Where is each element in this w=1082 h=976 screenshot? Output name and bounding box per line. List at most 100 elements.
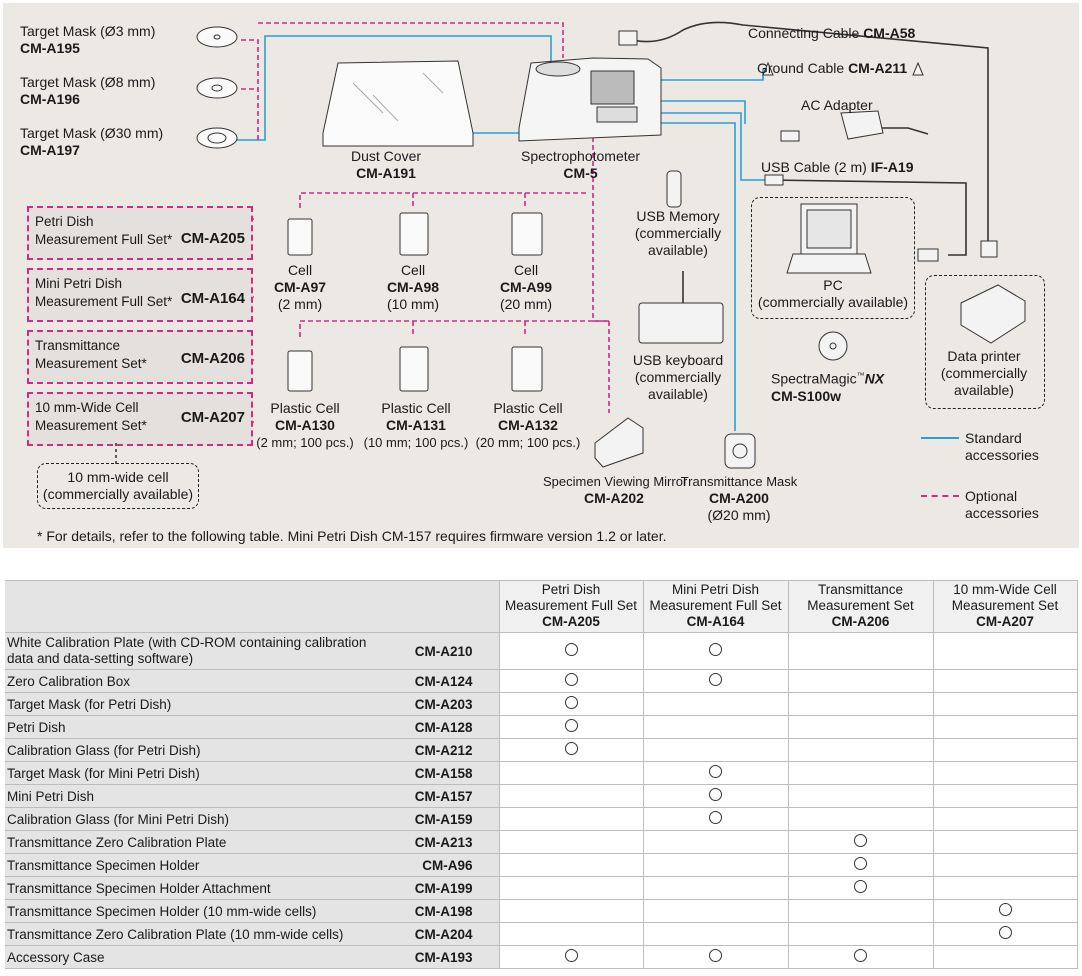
accessory-name: Transmittance Zero Calibration Plate (10… [5, 922, 405, 946]
included-circle-icon [709, 673, 722, 686]
accessory-code: CM-A204 [405, 922, 500, 946]
wide-cell-connector [115, 443, 117, 465]
inclusion-cell [787, 830, 934, 854]
inclusion-cell [498, 692, 644, 716]
inclusion-cell [498, 738, 644, 762]
included-circle-icon [854, 949, 867, 962]
inclusion-cell [787, 876, 934, 900]
inclusion-cell [498, 899, 644, 923]
included-circle-icon [709, 765, 722, 778]
inclusion-cell [787, 784, 934, 808]
inclusion-cell [642, 692, 789, 716]
included-circle-icon [998, 926, 1012, 939]
inclusion-cell [932, 830, 1078, 854]
inclusion-cell [642, 945, 789, 969]
accessory-code: CM-A157 [405, 784, 500, 808]
table-corner [5, 580, 500, 633]
inclusion-cell [787, 761, 934, 785]
included-circle-icon [854, 857, 867, 870]
inclusion-cell [932, 738, 1078, 762]
table-row: Calibration Glass (for Mini Petri Dish)C… [5, 807, 1078, 831]
inclusion-cell [932, 715, 1078, 739]
accessory-diagram: Target Mask (Ø3 mm)CM-A195 Target Mask (… [3, 3, 1079, 548]
table-body: White Calibration Plate (with CD-ROM con… [5, 632, 1078, 969]
inclusion-cell [787, 692, 934, 716]
included-circle-icon [709, 949, 722, 962]
inclusion-cell [932, 876, 1078, 900]
included-circle-icon [564, 949, 578, 962]
spectrophotometer-illustration [518, 57, 662, 142]
inclusion-cell [642, 830, 789, 854]
inclusion-cell [932, 692, 1078, 716]
inclusion-cell [642, 876, 789, 900]
inclusion-cell [787, 807, 934, 831]
included-circle-icon [709, 811, 722, 824]
inclusion-cell [498, 922, 644, 946]
inclusion-cell [642, 761, 789, 785]
data-printer-box [925, 275, 1045, 409]
inclusion-cell [498, 632, 644, 670]
accessory-code: CM-A96 [405, 853, 500, 877]
included-circle-icon [564, 696, 578, 709]
inclusion-cell [498, 761, 644, 785]
cable-lines [627, 21, 989, 303]
accessory-code: CM-A128 [405, 715, 500, 739]
accessory-name: Zero Calibration Box [5, 669, 405, 693]
inclusion-cell [932, 807, 1078, 831]
inclusion-cell [498, 807, 644, 831]
accessory-name: Transmittance Specimen Holder Attachment [5, 876, 405, 900]
inclusion-cell [932, 761, 1078, 785]
accessory-name: Mini Petri Dish [5, 784, 405, 808]
accessory-name: Target Mask (for Mini Petri Dish) [5, 761, 405, 785]
table-row: Transmittance Zero Calibration Plate (10… [5, 922, 1078, 946]
table-row: White Calibration Plate (with CD-ROM con… [5, 632, 1078, 670]
target-mask-code: CM-A197 [20, 142, 80, 158]
table-row: Calibration Glass (for Petri Dish)CM-A21… [5, 738, 1078, 762]
accessory-code: CM-A203 [405, 692, 500, 716]
accessory-name: Calibration Glass (for Mini Petri Dish) [5, 807, 405, 831]
ground-cable-label: Ground Cable CM-A211 [757, 60, 908, 76]
table-row: Target Mask (for Petri Dish)CM-A203 [5, 692, 1078, 716]
included-circle-icon [564, 719, 578, 732]
inclusion-cell [498, 669, 644, 693]
included-circle-icon [564, 673, 578, 686]
accessory-name: White Calibration Plate (with CD-ROM con… [5, 632, 405, 670]
target-mask-name: Target Mask (Ø3 mm) [20, 23, 156, 39]
inclusion-cell [498, 876, 644, 900]
inclusion-cell [642, 922, 789, 946]
table-row: Transmittance Specimen Holder (10 mm-wid… [5, 899, 1078, 923]
inclusion-cell [787, 738, 934, 762]
pc-label: PC(commercially available) [757, 277, 909, 310]
inclusion-cell [498, 853, 644, 877]
dust-cover-illustration [322, 60, 474, 147]
included-circle-icon [709, 788, 722, 801]
accessory-code: CM-A159 [405, 807, 500, 831]
inclusion-cell [498, 784, 644, 808]
wide-cell-box [37, 463, 199, 509]
table-row: Transmittance Specimen Holder Attachment… [5, 876, 1078, 900]
accessory-code: CM-A212 [405, 738, 500, 762]
device-illustrations [594, 30, 1026, 469]
inclusion-cell [787, 945, 934, 969]
target-mask-name: Target Mask (Ø8 mm) [20, 74, 156, 90]
inclusion-cell [642, 669, 789, 693]
inclusion-cell [498, 715, 644, 739]
